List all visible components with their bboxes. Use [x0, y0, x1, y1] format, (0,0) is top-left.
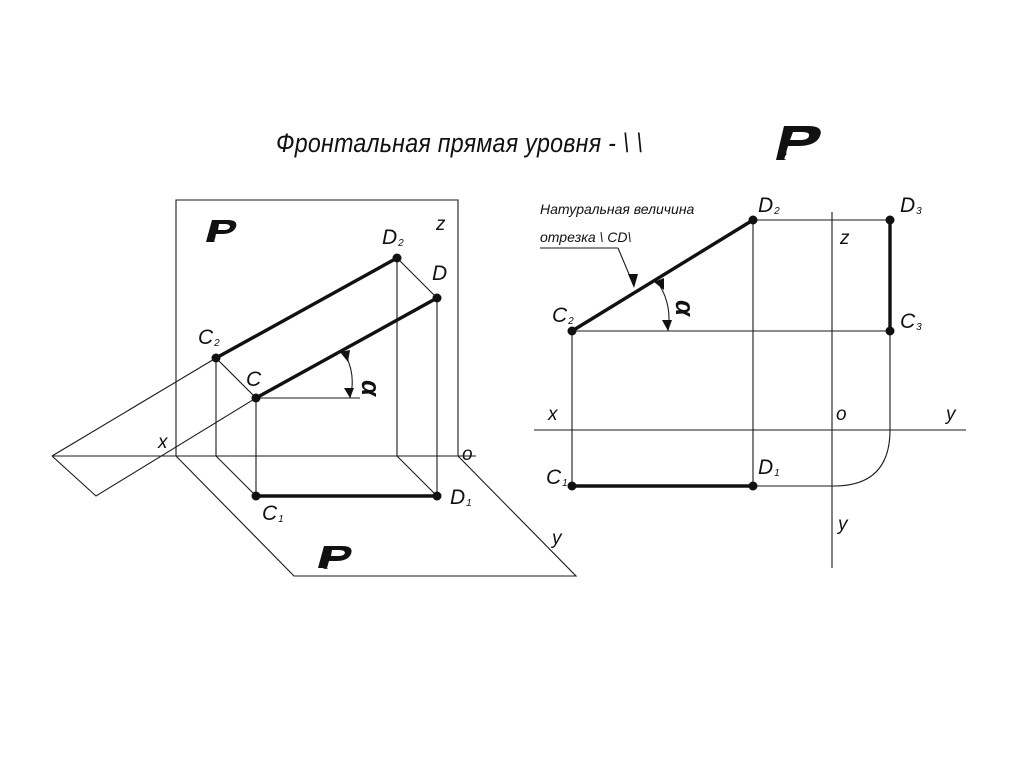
label-d1-left: D1 [450, 486, 472, 509]
transfer-arc [833, 429, 891, 487]
segment-c2-d2 [214, 256, 399, 360]
label-c1-right: C1 [546, 466, 568, 489]
label-d1-right: D1 [758, 456, 780, 479]
label-z-left: z [435, 214, 446, 235]
label-z-right: z [839, 228, 850, 249]
svg-text:2: 2 [209, 234, 216, 245]
label-c-left: C [246, 368, 262, 391]
label-d2-left: D2 [382, 226, 404, 249]
label-d-left: D [432, 262, 447, 285]
svg-text:1: 1 [323, 561, 329, 572]
left-3d-view: 2 1 D2 D C2 C C1 D1 z x o y α [51, 199, 578, 577]
point-d2-left [392, 253, 402, 263]
point-c-left [251, 393, 261, 403]
note-line2: отрезка \ CD\ [540, 229, 632, 245]
title-plane-sub: 2 [779, 149, 787, 163]
note-line1: Натуральная величина [540, 201, 695, 217]
point-c2-left [211, 353, 221, 363]
point-d-left [432, 293, 442, 303]
connector-c2-c [215, 357, 257, 399]
label-x-right: x [547, 404, 559, 425]
note-arrow [628, 274, 638, 288]
angle-arrow-top [340, 350, 350, 362]
angle-label-right: α [670, 300, 700, 318]
plane-p1-symbol: 1 [318, 546, 352, 572]
label-x-left: x [157, 432, 169, 453]
plane-p2-symbol: 2 [206, 220, 237, 245]
segment-c2-d2-right [570, 218, 755, 333]
profile-plane-outline [51, 357, 257, 497]
label-y-right: y [944, 404, 957, 425]
label-o-right: o [836, 404, 847, 425]
label-o-left: o [462, 444, 473, 465]
frontal-plane-outline [175, 199, 459, 456]
label-y-left: y [550, 528, 563, 549]
point-c1-left [251, 491, 261, 501]
angle-label-left: α [356, 380, 386, 398]
label-c2-right: C2 [552, 304, 574, 327]
point-c3-right [885, 326, 895, 336]
connector-d1-floor [396, 455, 438, 497]
label-c3-right: C3 [900, 310, 922, 333]
segment-c-d [254, 296, 439, 400]
label-d3-right: D3 [900, 194, 922, 217]
angle-arrow-bottom [344, 388, 354, 398]
label-c2-left: C2 [198, 326, 220, 349]
point-c2-right [567, 326, 577, 336]
point-d2-right [748, 215, 758, 225]
connector-c1-floor [215, 455, 257, 497]
point-d3-right [885, 215, 895, 225]
horizontal-plane-outline [175, 455, 578, 577]
label-d2-right: D2 [758, 194, 780, 217]
connector-d2-d [396, 257, 438, 299]
right-orthographic-view: Натуральная величина отрезка \ CD\ D2 D3… [534, 194, 966, 568]
label-c1-left: C1 [262, 502, 284, 525]
point-d1-left [432, 491, 442, 501]
title-plane-symbol: 2 [776, 126, 821, 163]
angle-arrow-bottom-right [662, 320, 672, 331]
page-title: Фронтальная прямая уровня - \ \ [276, 128, 643, 158]
point-d1-right [748, 481, 758, 491]
label-y-bottom: y [836, 514, 849, 535]
point-c1-right [567, 481, 577, 491]
